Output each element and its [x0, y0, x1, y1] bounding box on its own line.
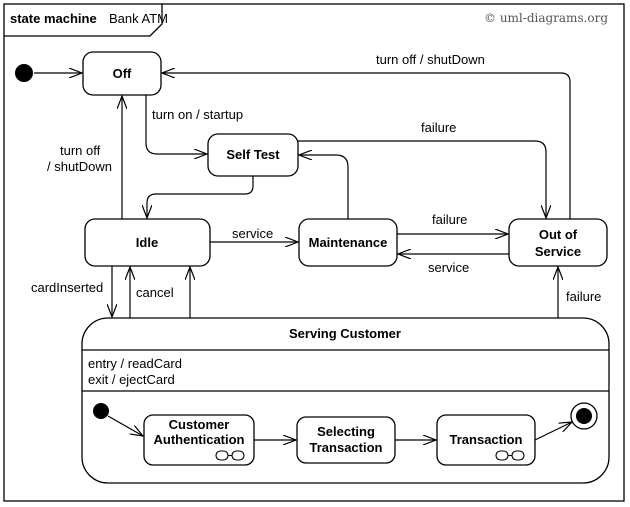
final-state — [570, 402, 598, 430]
substate-transaction-label: Transaction — [450, 432, 523, 447]
label-service-idle: service — [232, 226, 273, 241]
label-turn-off-left-1: turn off — [60, 143, 101, 158]
label-cancel: cancel — [136, 285, 174, 300]
label-turn-off-left-2: / shutDown — [47, 159, 112, 174]
substate-auth-label-1: Customer — [169, 417, 230, 432]
initial-pseudostate — [15, 64, 33, 82]
edge-sub-initial-to-auth — [107, 415, 143, 436]
label-failure-mid: failure — [432, 212, 467, 227]
state-maintenance-label: Maintenance — [309, 235, 388, 250]
copyright-label: © uml-diagrams.org — [484, 11, 608, 25]
entry-action: entry / readCard — [88, 356, 182, 371]
state-out-of-service-label-1: Out of — [539, 227, 578, 242]
label-failure-top: failure — [421, 120, 456, 135]
submachine-link-icon — [495, 450, 525, 461]
state-out-of-service-label-2: Service — [535, 244, 581, 259]
exit-action: exit / ejectCard — [88, 372, 175, 387]
edge-transaction-to-final — [534, 422, 572, 441]
diagram-frame — [3, 3, 625, 502]
state-serving-customer-label: Serving Customer — [289, 326, 401, 341]
edge-out-of-service-to-off — [162, 73, 571, 219]
state-self-test-label: Self Test — [226, 147, 280, 162]
submachine-link-icon — [215, 450, 245, 461]
label-service-back: service — [428, 260, 469, 275]
state-off-label: Off — [113, 66, 132, 81]
sub-initial-pseudostate — [93, 403, 109, 419]
frame-title: Bank ATM — [109, 11, 168, 26]
edge-maintenance-to-self-test — [299, 155, 349, 219]
substate-auth-label-2: Authentication — [154, 432, 245, 447]
substate-sel-label-1: Selecting — [317, 424, 375, 439]
label-failure-bottom: failure — [566, 289, 601, 304]
label-turn-off-top: turn off / shutDown — [376, 52, 485, 67]
substate-sel-label-2: Transaction — [310, 440, 383, 455]
edge-off-to-self-test — [145, 95, 207, 154]
frame-keyword: state machine — [10, 11, 97, 26]
edge-self-test-to-out-of-service — [298, 140, 546, 218]
label-card-inserted: cardInserted — [31, 280, 103, 295]
edge-self-test-to-idle — [147, 176, 254, 218]
frame-tab — [4, 4, 163, 37]
state-idle-label: Idle — [136, 235, 158, 250]
label-turn-on: turn on / startup — [152, 107, 243, 122]
